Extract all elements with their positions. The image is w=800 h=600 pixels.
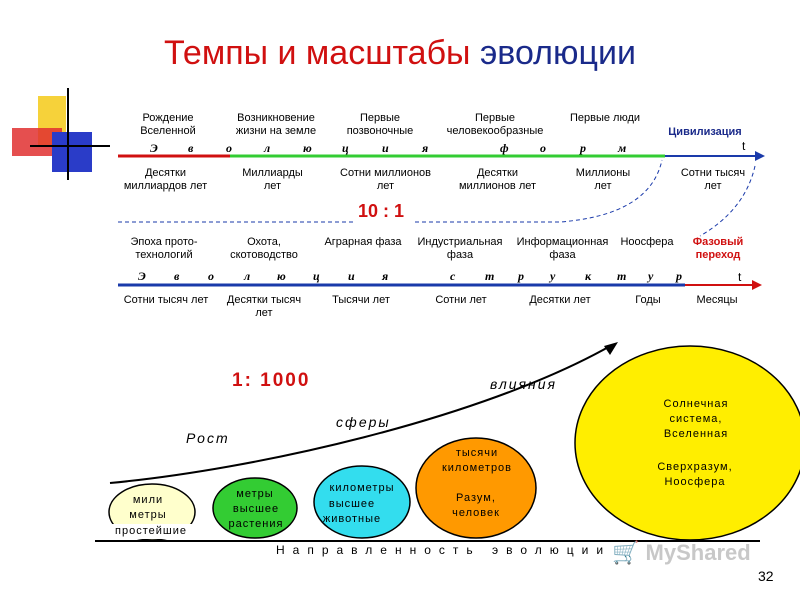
t2-axis-letter-0: Э	[138, 269, 146, 283]
t1-axis-letter-7: я	[422, 141, 429, 155]
t2-duration-6: Месяцы	[696, 294, 738, 306]
t2-axis-letter-5: ц	[313, 269, 320, 283]
sphere-2-who: высшее животные	[322, 498, 382, 525]
t2-duration-0: Сотни тысяч лет	[123, 294, 209, 306]
t1-duration-2: Сотни миллионов лет	[340, 167, 431, 192]
t2-event-2: Аграрная фаза	[324, 236, 402, 248]
title-part1: Темпы и масштабы	[164, 34, 471, 72]
sphere-3	[415, 437, 537, 539]
t2-axis-letter-8: с	[450, 269, 456, 283]
watermark-text: MyShared	[645, 540, 751, 565]
t1-duration-4: Миллионы лет	[575, 167, 631, 192]
t2-duration-3: Сотни лет	[435, 294, 487, 306]
t1-event-3: Первые человекообразные	[446, 112, 544, 137]
t1-t-label: t	[742, 139, 746, 153]
t2-event-1: Охота, скотоводство	[230, 236, 298, 261]
t2-axis-letter-11: у	[550, 269, 556, 283]
t2-axis-letter-9: т	[485, 269, 495, 283]
t2-t-label: t	[738, 270, 742, 284]
t2-event-6: Фазовый переход	[692, 236, 744, 261]
evolution-direction-label: Направленность эволюции	[276, 543, 612, 557]
t2-event-3: Индустриальная фаза	[417, 236, 503, 261]
t1-event-0: Рождение Вселенной	[140, 112, 196, 137]
t2-event-5: Ноосфера	[620, 236, 674, 248]
t2-axis-letter-15: р	[676, 269, 682, 283]
growth-word-1: Рост	[186, 430, 230, 446]
watermark: 🛒 MyShared	[612, 540, 751, 566]
t1-duration-1: Миллиарды лет	[242, 167, 303, 192]
sphere-1	[212, 477, 298, 539]
t1-axis-letter-5: ц	[342, 141, 349, 155]
t1-axis-letter-0: Э	[150, 141, 158, 155]
t2-duration-1: Десятки тысяч лет	[226, 294, 302, 319]
sphere-0-size: мили метры	[129, 494, 167, 521]
t2-axis-letter-6: и	[348, 269, 355, 283]
t2-axis-letter-3: л	[244, 269, 251, 283]
t1-duration-5: Сотни тысяч лет	[680, 167, 746, 192]
t1-event-5: Цивилизация	[668, 126, 742, 138]
sphere-4-size: Солнечная система, Вселенная	[663, 398, 729, 440]
t2-event-4: Информационная фаза	[516, 236, 609, 261]
ratio-10-1: 10 : 1	[358, 201, 405, 221]
sphere-0-who: простейшие	[106, 524, 196, 539]
ratio-1-1000: 1: 1000	[232, 370, 311, 391]
sphere-4	[574, 345, 800, 541]
t1-axis-letter-4: ю	[303, 141, 312, 155]
t2-duration-4: Десятки лет	[529, 294, 591, 306]
sphere-3-size: тысячи километров	[441, 447, 513, 474]
t2-duration-2: Тысячи лет	[332, 294, 390, 306]
t2-axis-letter-1: в	[174, 269, 180, 283]
sphere-4-who: Сверхразум, Ноосфера	[657, 461, 733, 488]
t2-event-0: Эпоха прото-технологий	[130, 236, 198, 261]
t1-duration-0: Десятки миллиардов лет	[123, 167, 208, 192]
t2-axis-letter-13: т	[617, 269, 627, 283]
t1-axis-letter-6: и	[382, 141, 389, 155]
t2-axis-letter-7: я	[382, 269, 389, 283]
sphere-2	[313, 465, 411, 539]
growth-word-3: влияния	[490, 376, 557, 392]
cart-icon: 🛒	[612, 540, 640, 565]
sphere-3-who: Разум, человек	[452, 492, 500, 519]
t2-axis-letter-12: к	[585, 269, 592, 283]
t1-event-4: Первые люди	[569, 112, 641, 124]
growth-word-2: сферы	[336, 414, 391, 430]
t1-axis-letter-2: о	[226, 141, 232, 155]
sphere-1-size: метры	[236, 488, 274, 500]
t1-axis-letter-9: о	[540, 141, 546, 155]
t2-axis-letter-2: о	[208, 269, 214, 283]
sphere-2-size: километры	[329, 482, 395, 494]
page-title: Темпы и масштабы эволюции	[0, 34, 800, 73]
t1-event-2: Первые позвоночные	[346, 112, 414, 137]
t2-duration-5: Годы	[635, 294, 661, 306]
t1-axis-letter-11: м	[618, 141, 627, 155]
t2-axis-letter-4: ю	[277, 269, 286, 283]
t1-axis-letter-3: л	[264, 141, 271, 155]
title-part2: эволюции	[479, 34, 636, 72]
t1-axis-letter-10: р	[580, 141, 586, 155]
t2-axis-letter-14: у	[648, 269, 654, 283]
t2-axis-letter-10: р	[518, 269, 524, 283]
page-number: 32	[758, 568, 774, 584]
t1-duration-3: Десятки миллионов лет	[458, 167, 537, 192]
t1-axis-letter-1: в	[188, 141, 194, 155]
t1-event-1: Возникновение жизни на земле	[235, 112, 317, 137]
sphere-1-who: высшее растения	[228, 503, 284, 530]
t1-axis-letter-8: ф	[500, 141, 509, 155]
